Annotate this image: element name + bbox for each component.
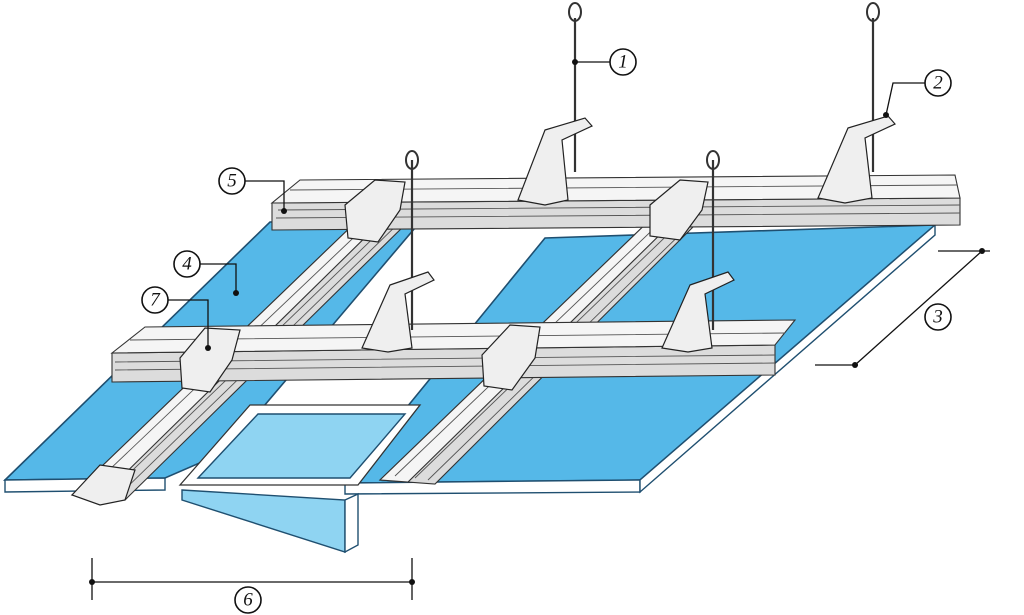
access-hatch-panel-edge bbox=[344, 492, 359, 554]
callout-7: 7 bbox=[141, 286, 169, 314]
callout-circle bbox=[924, 69, 952, 97]
callout-leaders bbox=[168, 59, 925, 351]
hanger-bracket bbox=[517, 117, 593, 206]
callout-circle bbox=[173, 250, 201, 278]
dimension-dot bbox=[979, 248, 985, 254]
leader-dot bbox=[281, 208, 287, 214]
connector-clip bbox=[481, 324, 541, 391]
plasterboard-panel-main-edge bbox=[344, 479, 641, 495]
connector-clips bbox=[179, 179, 709, 393]
leader-dot bbox=[572, 59, 578, 65]
callout-3: 3 bbox=[924, 303, 952, 331]
callout-circle bbox=[234, 586, 262, 614]
callout-label: 2 bbox=[933, 73, 943, 94]
connector-clip bbox=[649, 179, 709, 241]
leader-dot bbox=[233, 290, 239, 296]
callout-2: 2 bbox=[924, 69, 952, 97]
callout-circle bbox=[609, 48, 637, 76]
hanger-bracket bbox=[361, 271, 435, 353]
dimension-dot bbox=[409, 579, 415, 585]
cross-channels bbox=[110, 174, 961, 383]
callout-label: 1 bbox=[618, 52, 628, 73]
callout-label: 3 bbox=[932, 307, 943, 328]
callout-circle bbox=[924, 303, 952, 331]
suspension-hangers bbox=[361, 2, 896, 353]
leader-dot bbox=[205, 345, 211, 351]
cross-channel-back-top bbox=[270, 174, 961, 204]
callout-label: 4 bbox=[182, 254, 192, 275]
dimension-line bbox=[854, 250, 983, 366]
callout-5: 5 bbox=[218, 167, 246, 195]
callout-label: 6 bbox=[243, 590, 253, 611]
dimension-6 bbox=[89, 558, 415, 600]
access-hatch-panel bbox=[181, 489, 346, 553]
connector-clip bbox=[179, 327, 241, 393]
leader-dot bbox=[883, 112, 889, 118]
leader-5 bbox=[245, 180, 285, 211]
primary-channel-left-end bbox=[70, 464, 136, 506]
callout-circle bbox=[141, 286, 169, 314]
connector-clip bbox=[344, 179, 406, 243]
leader-4 bbox=[200, 263, 237, 293]
rod-hook-icon bbox=[405, 150, 419, 170]
hanger-bracket bbox=[817, 115, 896, 204]
callout-label: 5 bbox=[227, 171, 237, 192]
dimension-dot bbox=[89, 579, 95, 585]
rod-hook-icon bbox=[568, 2, 582, 22]
rod-hook-icon bbox=[866, 2, 880, 22]
rod-hook-icon bbox=[706, 150, 720, 170]
leader-7 bbox=[168, 299, 209, 348]
leader-2 bbox=[885, 82, 925, 116]
callout-4: 4 bbox=[173, 250, 201, 278]
callout-6: 6 bbox=[234, 586, 262, 614]
access-hatch-inner bbox=[196, 413, 407, 479]
hanger-bracket bbox=[661, 271, 735, 353]
dimension-3 bbox=[815, 248, 990, 368]
plasterboard-panels bbox=[3, 221, 938, 554]
callout-1: 1 bbox=[609, 48, 637, 76]
plasterboard-panel-main-side bbox=[639, 223, 936, 494]
dimension-dot bbox=[852, 362, 858, 368]
callout-label: 7 bbox=[150, 290, 161, 311]
callout-circle bbox=[218, 167, 246, 195]
